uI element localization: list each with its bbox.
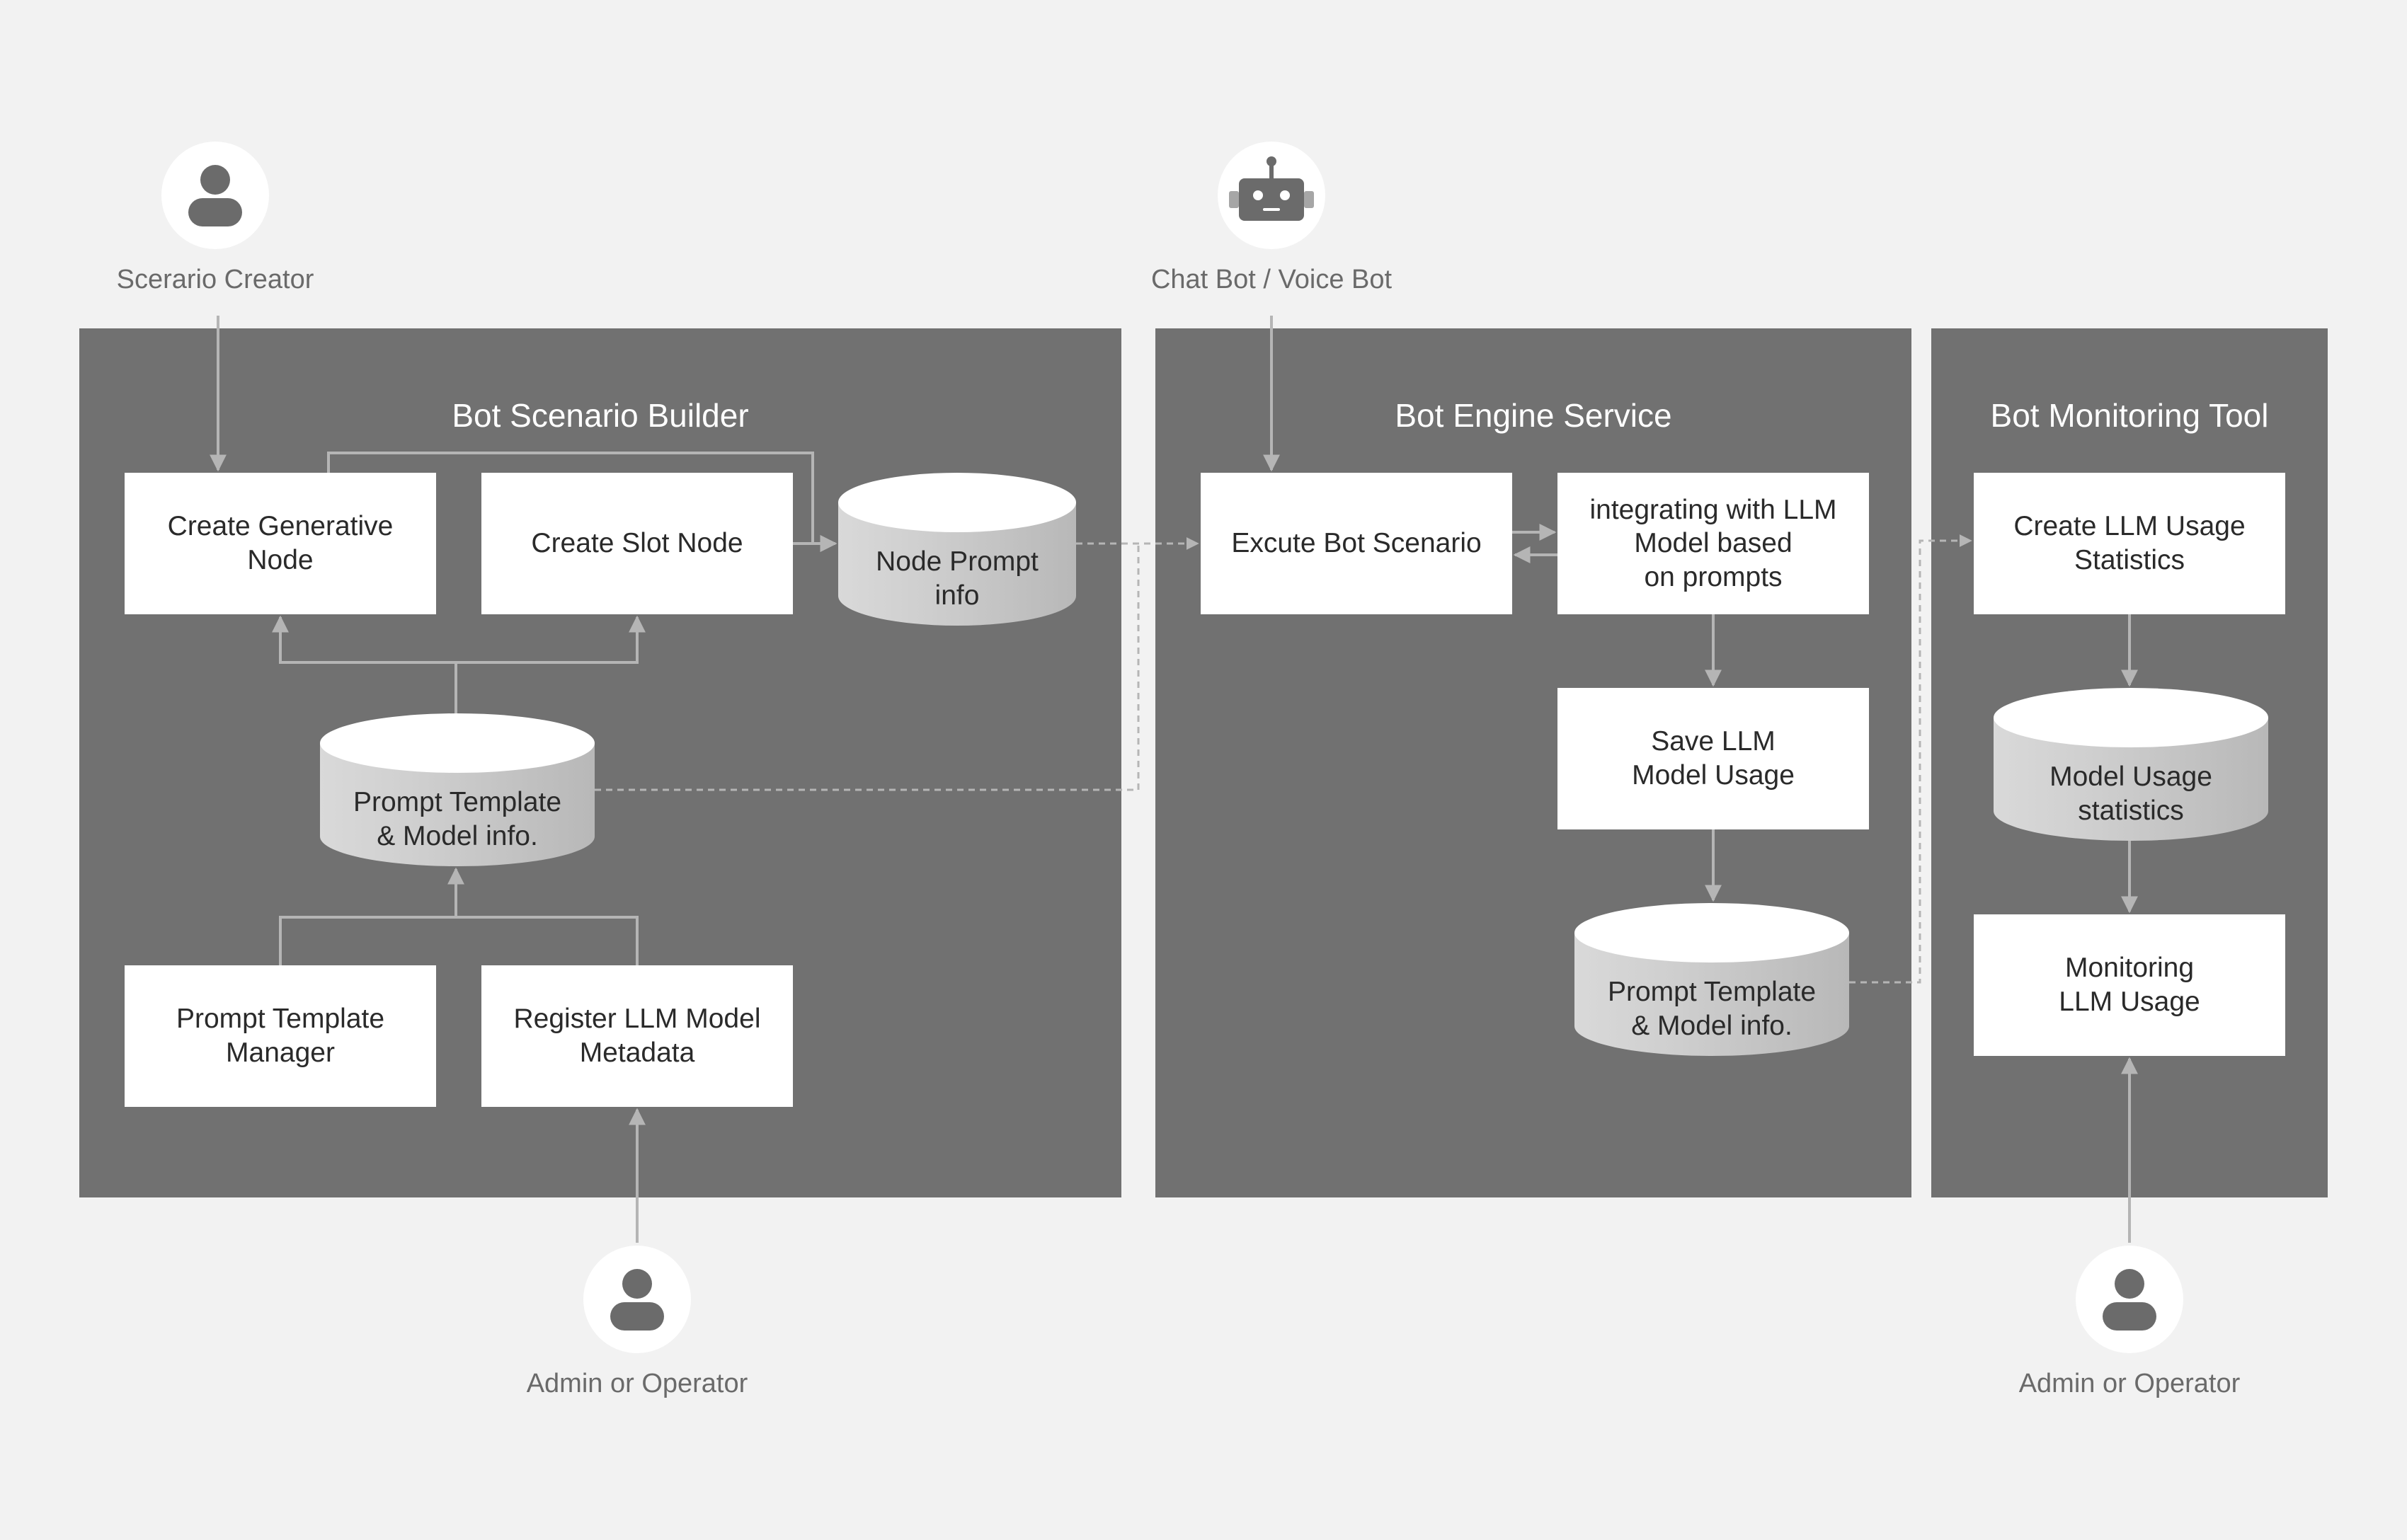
node-prompt-info-label: Node Prompt info bbox=[876, 546, 1039, 611]
model-usage-statistics-database: Model Usage statistics bbox=[1994, 688, 2268, 841]
create-slot-node-box: Create Slot Node bbox=[481, 473, 793, 614]
admin-operator-builder-avatar bbox=[583, 1246, 691, 1353]
model-usage-label: Model Usage statistics bbox=[2049, 762, 2212, 826]
person-icon bbox=[610, 1269, 664, 1331]
bot-avatar bbox=[1218, 142, 1325, 249]
prompt-template-builder-label: Prompt Template & Model info. bbox=[353, 787, 562, 851]
scenario-creator-avatar bbox=[161, 142, 269, 249]
prompt-template-engine-cylinder-top bbox=[1574, 903, 1849, 962]
prompt-template-builder-cylinder-top bbox=[320, 713, 595, 773]
prompt-template-database-builder: Prompt Template & Model info. bbox=[320, 713, 595, 866]
monitoring-llm-usage-box: Monitoring LLM Usage bbox=[1974, 914, 2285, 1056]
admin-operator-monitoring-avatar bbox=[2076, 1246, 2183, 1353]
save-llm-usage-box: Save LLM Model Usage bbox=[1557, 688, 1869, 829]
person-icon bbox=[188, 165, 242, 226]
prompt-template-manager-box: Prompt Template Manager bbox=[125, 965, 436, 1107]
panel-title-monitoring: Bot Monitoring Tool bbox=[1990, 397, 2269, 434]
robot-icon bbox=[1229, 156, 1314, 221]
create-generative-node-box: Create Generative Node bbox=[125, 473, 436, 614]
admin-operator-builder-label: Admin or Operator bbox=[526, 1369, 748, 1398]
panel-title-engine: Bot Engine Service bbox=[1395, 397, 1672, 434]
person-icon bbox=[2103, 1269, 2156, 1331]
model-usage-cylinder-top bbox=[1994, 688, 2268, 747]
execute-bot-scenario-box: Excute Bot Scenario bbox=[1201, 473, 1512, 614]
prompt-template-database-engine: Prompt Template & Model info. bbox=[1574, 903, 1849, 1056]
admin-operator-monitoring-label: Admin or Operator bbox=[2018, 1369, 2241, 1398]
panel-title-builder: Bot Scenario Builder bbox=[452, 397, 749, 434]
node-prompt-info-cylinder-top bbox=[838, 473, 1076, 532]
scenario-creator-label: Scerario Creator bbox=[116, 265, 314, 294]
node-prompt-info-database: Node Prompt info bbox=[838, 473, 1076, 626]
register-llm-metadata-box: Register LLM Model Metadata bbox=[481, 965, 793, 1107]
create-usage-statistics-box: Create LLM Usage Statistics bbox=[1974, 473, 2285, 614]
bot-label: Chat Bot / Voice Bot bbox=[1150, 265, 1393, 294]
integrating-llm-box: integrating with LLM Model based on prom… bbox=[1557, 473, 1869, 614]
prompt-template-engine-label: Prompt Template & Model info. bbox=[1607, 977, 1817, 1041]
